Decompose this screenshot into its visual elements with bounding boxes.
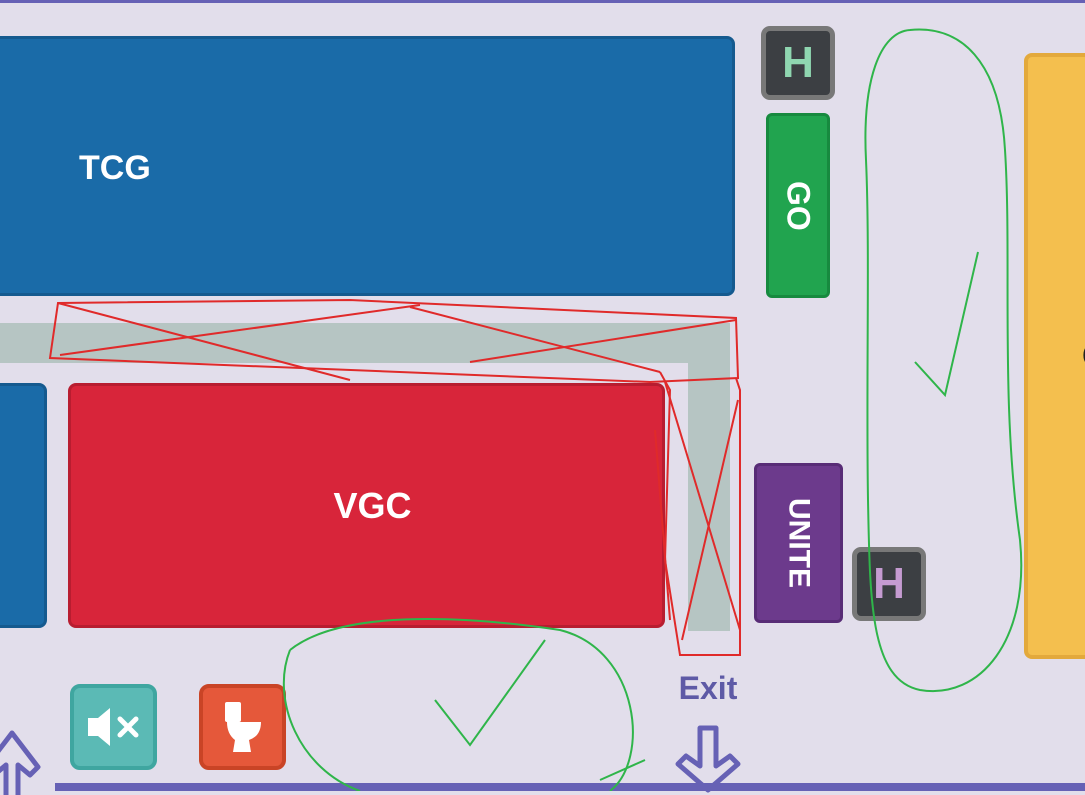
unite-label: UNITE bbox=[782, 498, 816, 588]
exit-label: Exit bbox=[678, 670, 738, 706]
blue-area-left[interactable] bbox=[0, 383, 47, 628]
toilet-icon bbox=[225, 702, 261, 752]
exit-arrow-icon[interactable] bbox=[668, 724, 748, 794]
h-badge-bottom[interactable]: H bbox=[852, 547, 926, 621]
h-badge-bottom-label: H bbox=[873, 559, 905, 608]
restroom-tile[interactable] bbox=[199, 684, 286, 770]
h-badge-top-label: H bbox=[782, 38, 814, 87]
walkway-horizontal bbox=[0, 323, 730, 363]
walkway-vertical bbox=[688, 323, 730, 631]
h-badge-top[interactable]: H bbox=[761, 26, 835, 100]
quiet-zone-tile[interactable] bbox=[70, 684, 157, 770]
go-label: GO bbox=[780, 180, 817, 231]
tcg-label: TCG bbox=[79, 148, 151, 187]
vgc-label: VGC bbox=[333, 484, 412, 526]
vgc-area[interactable]: VGC bbox=[68, 383, 665, 628]
entrance-arrow-icon[interactable] bbox=[0, 725, 46, 795]
top-border bbox=[0, 0, 1085, 3]
unite-area[interactable]: UNITE bbox=[754, 463, 843, 623]
go-area[interactable]: GO bbox=[766, 113, 830, 298]
tcg-area[interactable]: TCG bbox=[0, 36, 735, 296]
yellow-area[interactable]: C bbox=[1024, 53, 1085, 659]
bottom-border bbox=[55, 783, 1085, 791]
yellow-area-label: C bbox=[1082, 337, 1085, 376]
speaker-muted-icon bbox=[88, 708, 139, 746]
